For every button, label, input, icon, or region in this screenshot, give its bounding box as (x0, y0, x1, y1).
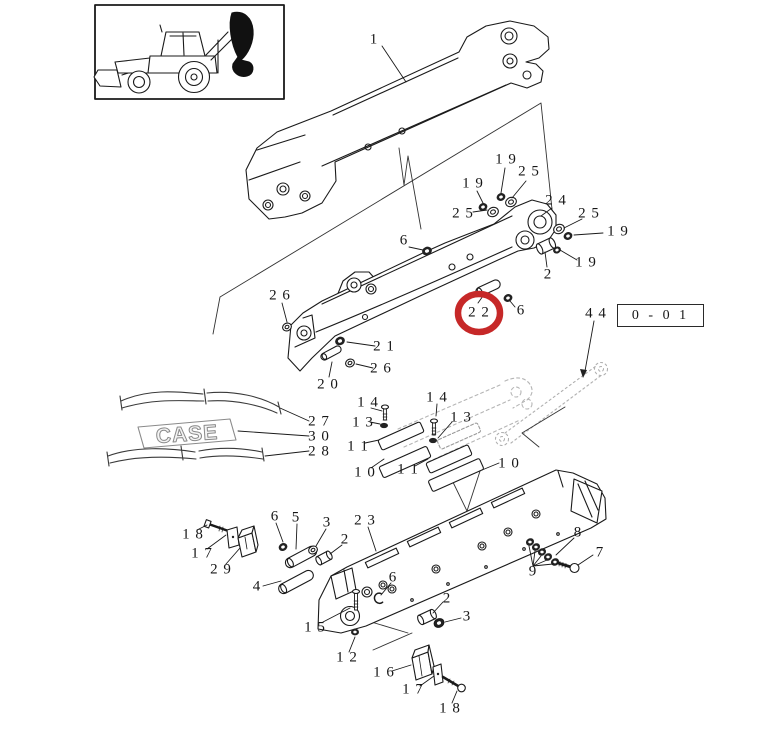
callout-6-d: 6 (388, 569, 398, 586)
callout-24: 2 4 (545, 192, 567, 209)
callout-23: 2 3 (354, 512, 376, 529)
callout-29: 2 9 (210, 561, 232, 578)
bushing-25-group (282, 196, 565, 555)
section-ref-code: 0 - 0 1 (631, 307, 690, 323)
bolt-7 (556, 561, 580, 574)
callout-3-b: 3 (462, 608, 472, 625)
callout-9: 9 (528, 563, 538, 580)
machine-thumbnail (93, 4, 285, 100)
callout-19-a: 1 9 (495, 151, 517, 168)
callout-19-d: 1 9 (575, 254, 597, 271)
callout-27: 2 7 (308, 413, 330, 430)
callout-8: 8 (573, 524, 583, 541)
callout-10-a: 1 0 (354, 464, 376, 481)
shim-stack-8-9 (525, 538, 560, 566)
callout-19-c: 1 9 (607, 223, 629, 240)
bolt-18-left (203, 519, 229, 533)
bolt-15 (351, 588, 361, 611)
callout-1: 1 (369, 31, 379, 48)
plate-17-bottom (432, 663, 444, 686)
bolt-14-right (429, 418, 439, 444)
callout-16: 1 6 (373, 664, 395, 681)
highlight-circle-22 (454, 290, 504, 336)
seal-ring-19-group (278, 193, 573, 551)
callout-18-b: 1 8 (439, 700, 461, 717)
callout-18-a: 1 8 (182, 526, 204, 543)
plate-17-left (226, 526, 240, 549)
arm-3-extendable (317, 469, 607, 634)
pin-20 (320, 345, 342, 361)
ghost-inner-arm (397, 377, 533, 463)
ghost-cylinder (494, 361, 609, 447)
callout-2-c: 2 (442, 590, 452, 607)
callout-26-b: 2 6 (370, 360, 392, 377)
callout-15: 1 5 (304, 619, 326, 636)
callout-21: 2 1 (373, 338, 395, 355)
callout-22-highlighted: 2 2 (468, 304, 490, 321)
leader-lines (196, 45, 604, 704)
callout-6-a: 6 (399, 232, 409, 249)
callout-20: 2 0 (317, 376, 339, 393)
callout-14-b: 1 4 (426, 389, 448, 406)
callout-12: 1 2 (336, 649, 358, 666)
callout-6-b: 6 (516, 302, 526, 319)
callout-25-a: 2 5 (518, 163, 540, 180)
callout-28: 2 8 (308, 443, 330, 460)
section-ref-prefix: 4 4 (585, 305, 607, 322)
callout-13-b: 1 3 (450, 409, 472, 426)
callout-25-c: 2 5 (578, 205, 600, 222)
callout-13-a: 1 3 (352, 414, 374, 431)
arm-1-dipper (245, 20, 550, 220)
callout-2-a: 2 (543, 266, 553, 283)
callout-4: 4 (252, 578, 262, 595)
bolt-14-left (380, 404, 390, 429)
callout-26-a: 2 6 (269, 287, 291, 304)
wear-pads (377, 421, 484, 492)
arm-2-boom (287, 199, 557, 372)
pin-4 (278, 569, 314, 595)
callout-7: 7 (595, 544, 605, 561)
callout-10-b: 1 0 (498, 455, 520, 472)
callout-25-b: 2 5 (452, 205, 474, 222)
callout-17-b: 1 7 (402, 681, 424, 698)
washer-12 (351, 628, 359, 636)
pad-block-16 (411, 644, 435, 681)
pad-block-29 (237, 525, 259, 558)
snap-ring-6 (373, 592, 384, 605)
callout-19-b: 1 9 (462, 175, 484, 192)
callout-6-c: 6 (270, 508, 280, 525)
section-ref-box: 0 - 0 1 (617, 304, 704, 327)
callout-5: 5 (291, 509, 301, 526)
bolt-18-bottom (441, 675, 466, 693)
callout-14-a: 1 4 (357, 394, 379, 411)
case-logo-text: CASE (155, 421, 219, 448)
callout-2-b: 2 (340, 531, 350, 548)
callout-11-b: 1 1 (397, 461, 419, 478)
decal-stripes-and-logo: CASE (106, 388, 282, 467)
callout-30: 3 0 (308, 428, 330, 445)
callout-3-a: 3 (322, 514, 332, 531)
bushing-2-group (315, 237, 557, 626)
callout-11-a: 1 1 (347, 438, 369, 455)
callout-17-a: 1 7 (191, 545, 213, 562)
